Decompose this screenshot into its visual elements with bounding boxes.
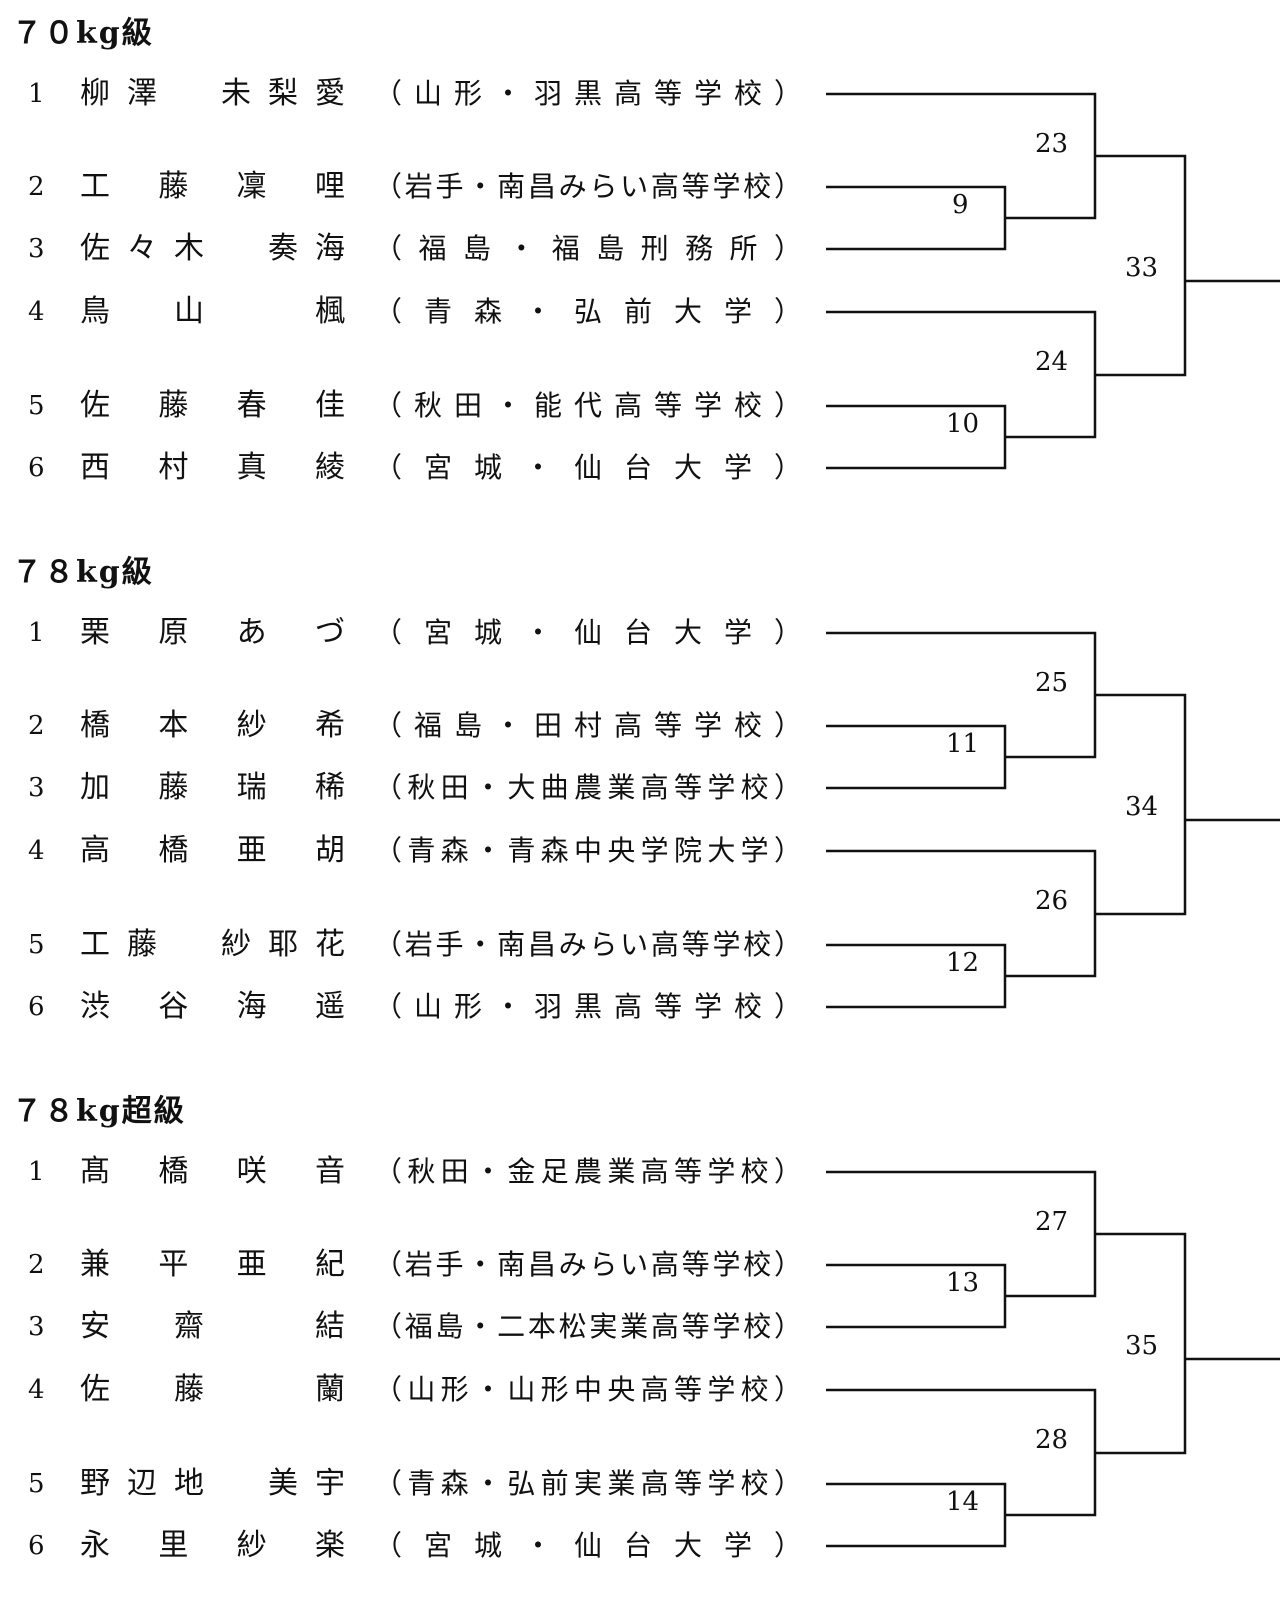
division-78kg: ７８kg級 1 栗 原 あ づ （宮城・仙台大学） 2 橋 本 紗 希 （福島・… <box>0 539 1280 1069</box>
player-affiliation: （宮城・仙台大学） <box>374 616 802 649</box>
player-affiliation: （岩手・南昌みらい高等学校） <box>374 170 802 203</box>
player-row: 3 安 齋 結 （福島・二本松実業高等学校） <box>0 1307 820 1347</box>
match-number: 35 <box>1125 1331 1158 1361</box>
player-affiliation: （青森・弘前実業高等学校） <box>374 1467 802 1500</box>
player-affiliation: （山形・羽黒高等学校） <box>374 77 802 110</box>
seed-number: 2 <box>28 172 45 202</box>
match-number: 13 <box>946 1268 979 1298</box>
player-row: 1 柳澤 未梨愛 （山形・羽黒高等学校） <box>0 74 820 114</box>
player-name: 栗 原 あ づ <box>80 615 345 650</box>
seed-number: 6 <box>28 1531 45 1561</box>
seed-number: 1 <box>28 1157 45 1187</box>
player-affiliation: （宮城・仙台大学） <box>374 1529 802 1562</box>
match-number: 33 <box>1125 253 1158 283</box>
player-affiliation: （秋田・金足農業高等学校） <box>374 1155 802 1188</box>
player-row: 3 佐々木 奏海 （福島・福島刑務所） <box>0 229 820 269</box>
player-name: 西 村 真 綾 <box>80 450 345 485</box>
player-name: 安 齋 結 <box>80 1309 345 1344</box>
match-number: 26 <box>1035 886 1068 916</box>
player-affiliation: （秋田・大曲農業高等学校） <box>374 771 802 804</box>
seed-number: 5 <box>28 391 45 421</box>
player-row: 4 高 橋 亜 胡 （青森・青森中央学院大学） <box>0 831 820 871</box>
player-name: 髙 橋 咲 音 <box>80 1154 345 1189</box>
seed-number: 4 <box>28 297 45 327</box>
player-row: 4 佐 藤 蘭 （山形・山形中央高等学校） <box>0 1370 820 1410</box>
player-name: 佐 藤 春 佳 <box>80 388 345 423</box>
match-number: 11 <box>946 729 979 759</box>
match-number: 9 <box>952 190 969 220</box>
player-row: 5 工藤 紗耶花 （岩手・南昌みらい高等学校） <box>0 925 820 965</box>
player-row: 2 橋 本 紗 希 （福島・田村高等学校） <box>0 706 820 746</box>
match-number: 34 <box>1125 792 1158 822</box>
match-number: 14 <box>946 1487 979 1517</box>
player-row: 5 野辺地 美宇 （青森・弘前実業高等学校） <box>0 1464 820 1504</box>
player-affiliation: （福島・田村高等学校） <box>374 709 802 742</box>
player-name: 鳥 山 楓 <box>80 294 345 329</box>
player-affiliation: （山形・羽黒高等学校） <box>374 990 802 1023</box>
seed-number: 2 <box>28 1250 45 1280</box>
player-row: 6 永 里 紗 楽 （宮城・仙台大学） <box>0 1526 820 1566</box>
match-number: 12 <box>946 948 979 978</box>
player-name: 柳澤 未梨愛 <box>80 76 345 111</box>
player-row: 6 渋 谷 海 遥 （山形・羽黒高等学校） <box>0 987 820 1027</box>
division-70kg: ７０kg級 1 柳澤 未梨愛 （山形・羽黒高等学校） 2 工 藤 凜 哩 （岩手… <box>0 0 1280 530</box>
seed-number: 2 <box>28 711 45 741</box>
player-affiliation: （青森・青森中央学院大学） <box>374 834 802 867</box>
tournament-bracket: 27 13 35 28 14 <box>826 1170 1280 1548</box>
player-name: 高 橋 亜 胡 <box>80 833 345 868</box>
seed-number: 5 <box>28 1469 45 1499</box>
match-number: 24 <box>1035 347 1068 377</box>
seed-number: 4 <box>28 836 45 866</box>
player-row: 3 加 藤 瑞 稀 （秋田・大曲農業高等学校） <box>0 768 820 808</box>
match-number: 28 <box>1035 1425 1068 1455</box>
player-affiliation: （福島・福島刑務所） <box>374 232 802 265</box>
player-name: 橋 本 紗 希 <box>80 708 345 743</box>
player-affiliation: （岩手・南昌みらい高等学校） <box>374 1248 802 1281</box>
seed-number: 1 <box>28 79 45 109</box>
player-affiliation: （岩手・南昌みらい高等学校） <box>374 928 802 961</box>
division-title: ７０kg級 <box>12 16 154 51</box>
player-row: 6 西 村 真 綾 （宮城・仙台大学） <box>0 448 820 488</box>
match-number: 23 <box>1035 129 1068 159</box>
seed-number: 6 <box>28 453 45 483</box>
seed-number: 3 <box>28 234 45 264</box>
player-name: 野辺地 美宇 <box>80 1466 345 1501</box>
player-name: 工 藤 凜 哩 <box>80 169 345 204</box>
seed-number: 6 <box>28 992 45 1022</box>
player-row: 4 鳥 山 楓 （青森・弘前大学） <box>0 292 820 332</box>
seed-number: 4 <box>28 1375 45 1405</box>
tournament-bracket: 25 11 34 26 12 <box>826 631 1280 1009</box>
player-affiliation: （青森・弘前大学） <box>374 295 802 328</box>
player-affiliation: （山形・山形中央高等学校） <box>374 1373 802 1406</box>
player-row: 1 栗 原 あ づ （宮城・仙台大学） <box>0 613 820 653</box>
player-name: 兼 平 亜 紀 <box>80 1247 345 1282</box>
player-name: 佐 藤 蘭 <box>80 1372 345 1407</box>
match-number: 25 <box>1035 668 1068 698</box>
seed-number: 5 <box>28 930 45 960</box>
division-title: ７８kg級 <box>12 555 154 590</box>
player-name: 加 藤 瑞 稀 <box>80 770 345 805</box>
player-row: 2 工 藤 凜 哩 （岩手・南昌みらい高等学校） <box>0 167 820 207</box>
player-affiliation: （秋田・能代高等学校） <box>374 389 802 422</box>
player-row: 1 髙 橋 咲 音 （秋田・金足農業高等学校） <box>0 1152 820 1192</box>
division-title: ７８kg超級 <box>12 1094 186 1129</box>
seed-number: 3 <box>28 773 45 803</box>
seed-number: 1 <box>28 618 45 648</box>
player-name: 工藤 紗耶花 <box>80 927 345 962</box>
player-name: 渋 谷 海 遥 <box>80 989 345 1024</box>
match-number: 10 <box>946 409 979 439</box>
tournament-bracket: 23 9 33 24 10 <box>826 92 1280 470</box>
player-name: 佐々木 奏海 <box>80 231 345 266</box>
player-row: 2 兼 平 亜 紀 （岩手・南昌みらい高等学校） <box>0 1245 820 1285</box>
match-number: 27 <box>1035 1207 1068 1237</box>
division-78kg-plus: ７８kg超級 1 髙 橋 咲 音 （秋田・金足農業高等学校） 2 兼 平 亜 紀… <box>0 1078 1280 1608</box>
player-affiliation: （福島・二本松実業高等学校） <box>374 1310 802 1343</box>
player-name: 永 里 紗 楽 <box>80 1528 345 1563</box>
player-row: 5 佐 藤 春 佳 （秋田・能代高等学校） <box>0 386 820 426</box>
seed-number: 3 <box>28 1312 45 1342</box>
player-affiliation: （宮城・仙台大学） <box>374 451 802 484</box>
